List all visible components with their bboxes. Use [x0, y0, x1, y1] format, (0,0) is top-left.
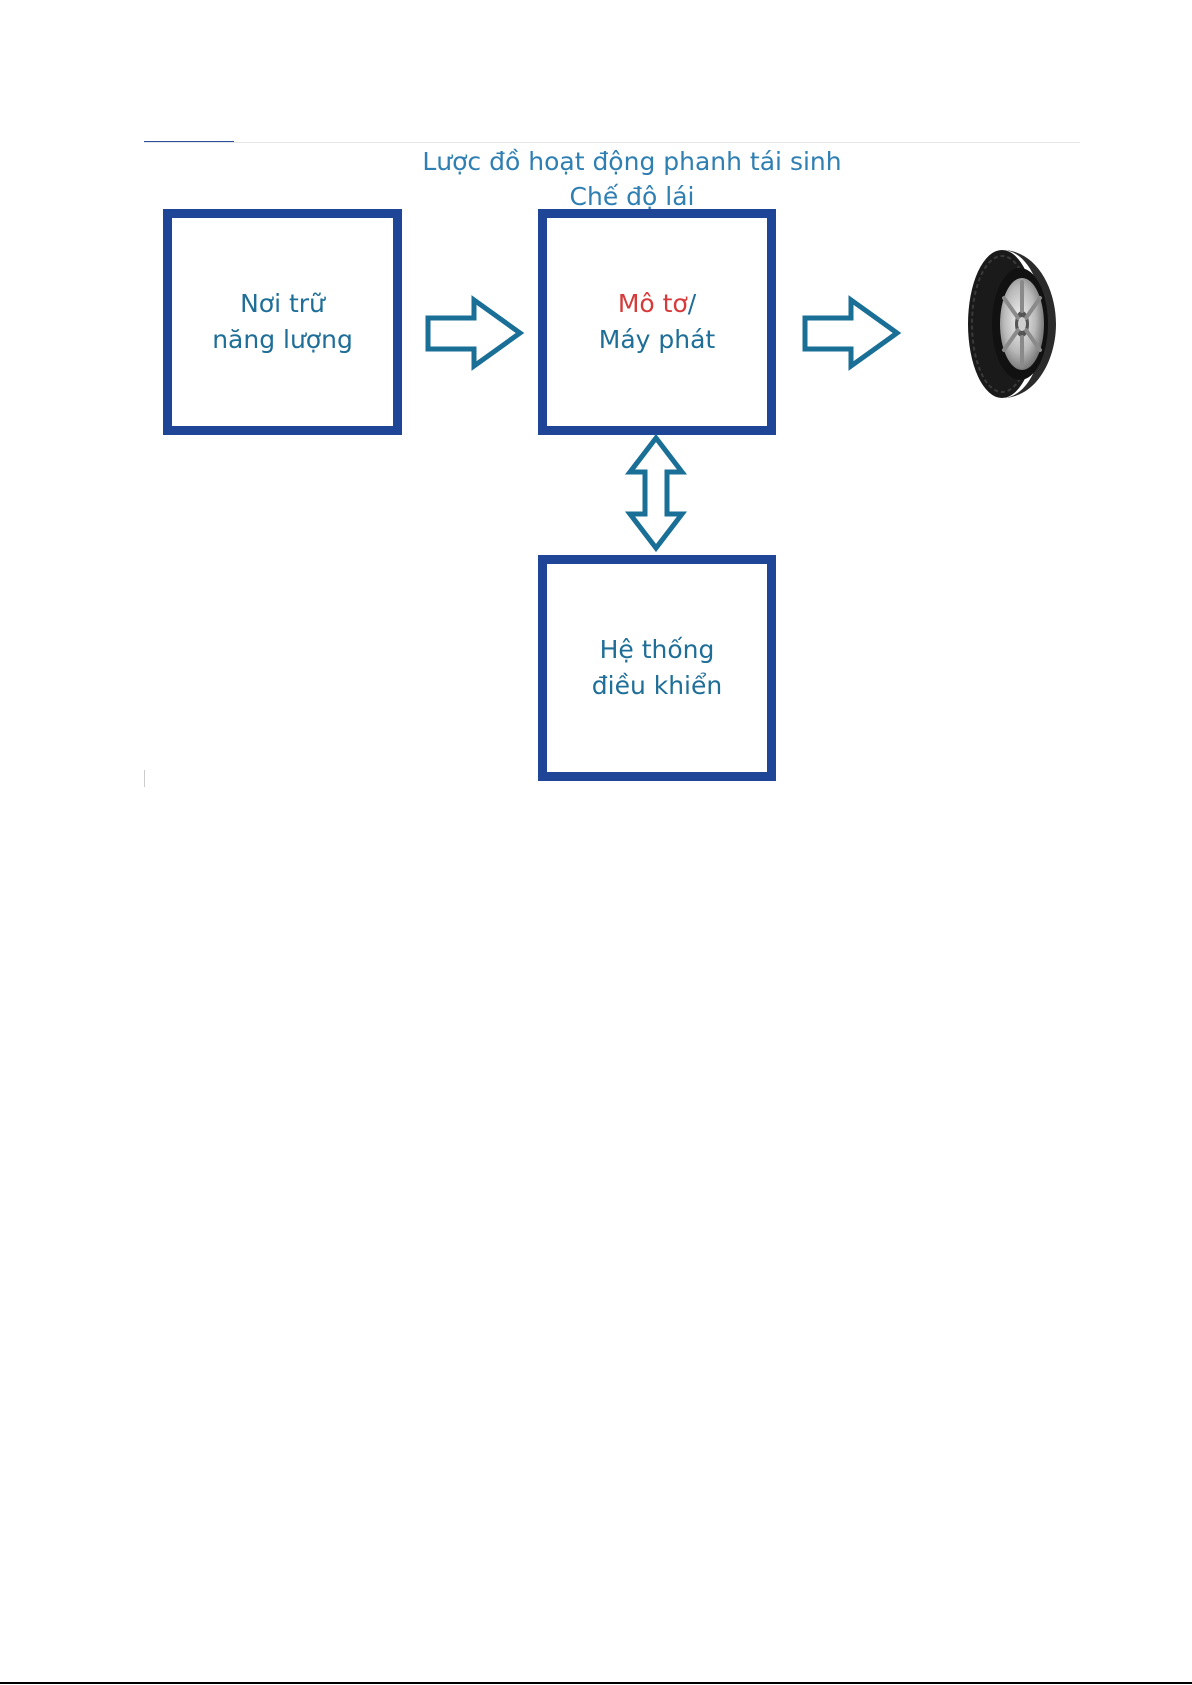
page-bottom-rule [0, 1682, 1192, 1684]
storage-to-motor-arrow [428, 300, 520, 366]
motor-control-two-way-arrow [630, 438, 682, 548]
motor-to-wheel-arrow [805, 300, 897, 366]
tire-icon [958, 248, 1058, 400]
